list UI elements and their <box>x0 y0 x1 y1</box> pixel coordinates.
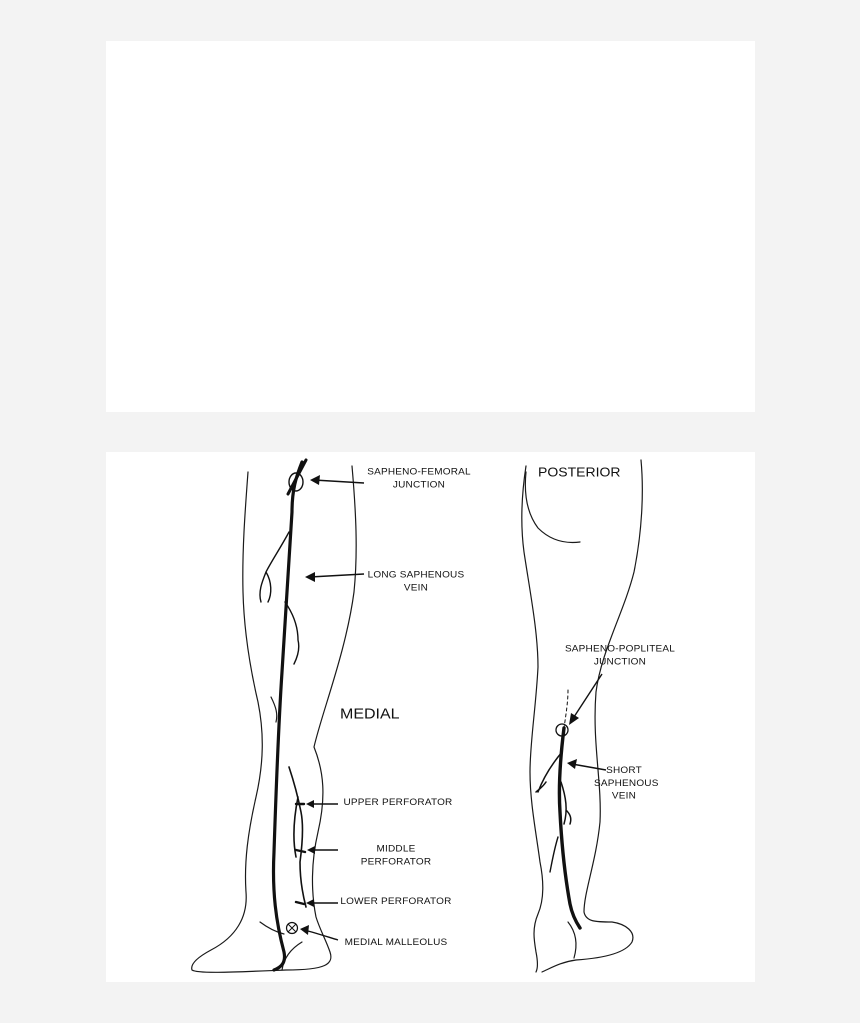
medial-arrows <box>300 475 365 941</box>
posterior-leg <box>521 459 643 973</box>
label-short-saphenous-line3: VEIN <box>611 791 637 802</box>
arrow-short-saphenous <box>571 763 607 771</box>
medial-malleolus-marker <box>285 921 299 935</box>
short-saphenous-branch-lower <box>549 836 559 873</box>
label-saphenopopliteal-junction: SAPHENO-POPLITEAL JUNCTION <box>562 643 678 669</box>
vein-branch-upper <box>259 531 290 603</box>
saphenopopliteal-junction-ring <box>555 723 569 737</box>
arrowhead-medial-malleolus <box>300 925 309 935</box>
label-medial: MEDIAL <box>340 706 400 723</box>
saphenofemoral-junction-clamp <box>286 458 308 496</box>
vein-branch-thigh <box>284 601 300 665</box>
arrowhead-saphenofemoral <box>310 475 320 485</box>
label-middle-perforator: MIDDLE PERFORATOR <box>360 844 432 868</box>
label-long-saphenous-line1: LONG SAPHENOUS <box>367 570 465 581</box>
label-posterior: POSTERIOR <box>538 464 621 480</box>
medial-leg-back-outline <box>191 465 357 973</box>
leg-veins-diagram: SAPHENO-FEMORAL JUNCTION LONG SAPHENOUS … <box>106 452 755 982</box>
vein-branch-calf <box>288 766 307 908</box>
label-saphenofemoral-junction: SAPHENO-FEMORAL JUNCTION <box>364 466 474 492</box>
arrowhead-upper-perforator <box>306 800 314 808</box>
medial-leg <box>191 458 357 973</box>
arrow-saphenopopliteal <box>571 673 603 721</box>
arrowhead-short-saphenous <box>567 759 577 769</box>
blank-top-panel <box>106 41 755 412</box>
label-short-saphenous-vein: SHORT SAPHENOUS VEIN <box>594 765 659 804</box>
middle-perforator-mark <box>294 848 307 854</box>
arrowhead-lower-perforator <box>306 899 314 907</box>
medial-leg-heel-line <box>281 941 303 971</box>
arrow-long-saphenous <box>309 573 365 578</box>
lower-perforator-mark <box>294 900 306 906</box>
short-saphenous-branch-left <box>535 751 563 793</box>
medial-malleolus-cross <box>287 923 297 933</box>
posterior-heel-line <box>567 921 577 959</box>
label-saphenopopliteal-line2: JUNCTION <box>593 656 647 668</box>
leg-veins-drawing <box>191 458 643 973</box>
label-saphenofemoral-line2: JUNCTION <box>392 479 446 491</box>
medial-leg-knee-line <box>270 696 278 723</box>
label-lower-perforator: LOWER PERFORATOR <box>340 896 452 907</box>
label-upper-perforator: UPPER PERFORATOR <box>343 797 453 808</box>
arrowhead-middle-perforator <box>307 846 315 854</box>
posterior-arrows <box>567 673 607 771</box>
label-saphenofemoral-line1: SAPHENO-FEMORAL <box>367 467 471 478</box>
label-long-saphenous-line2: VEIN <box>403 582 429 594</box>
short-saphenous-vein-trunk <box>557 726 582 930</box>
label-short-saphenous-line2: SAPHENOUS <box>594 778 659 789</box>
posterior-buttock-fold <box>524 471 581 544</box>
posterior-leg-right-outline <box>541 459 643 973</box>
label-short-saphenous-line1: SHORT <box>606 765 642 776</box>
saphenofemoral-junction-ring <box>288 472 304 492</box>
medial-leg-ankle-crease <box>259 921 285 935</box>
arrow-saphenofemoral <box>313 479 365 484</box>
short-saphenous-branch-right <box>560 781 572 825</box>
label-saphenopopliteal-line1: SAPHENO-POPLITEAL <box>564 644 676 655</box>
saphenopopliteal-dashed-extension <box>563 689 569 729</box>
label-medial-malleolus: MEDIAL MALLEOLUS <box>344 937 448 948</box>
label-long-saphenous-vein: LONG SAPHENOUS VEIN <box>364 569 468 595</box>
long-saphenous-vein-trunk <box>271 460 304 972</box>
posterior-leg-left-outline <box>521 465 544 973</box>
arrowhead-saphenopopliteal <box>569 713 579 725</box>
arrowhead-long-saphenous <box>305 572 315 582</box>
